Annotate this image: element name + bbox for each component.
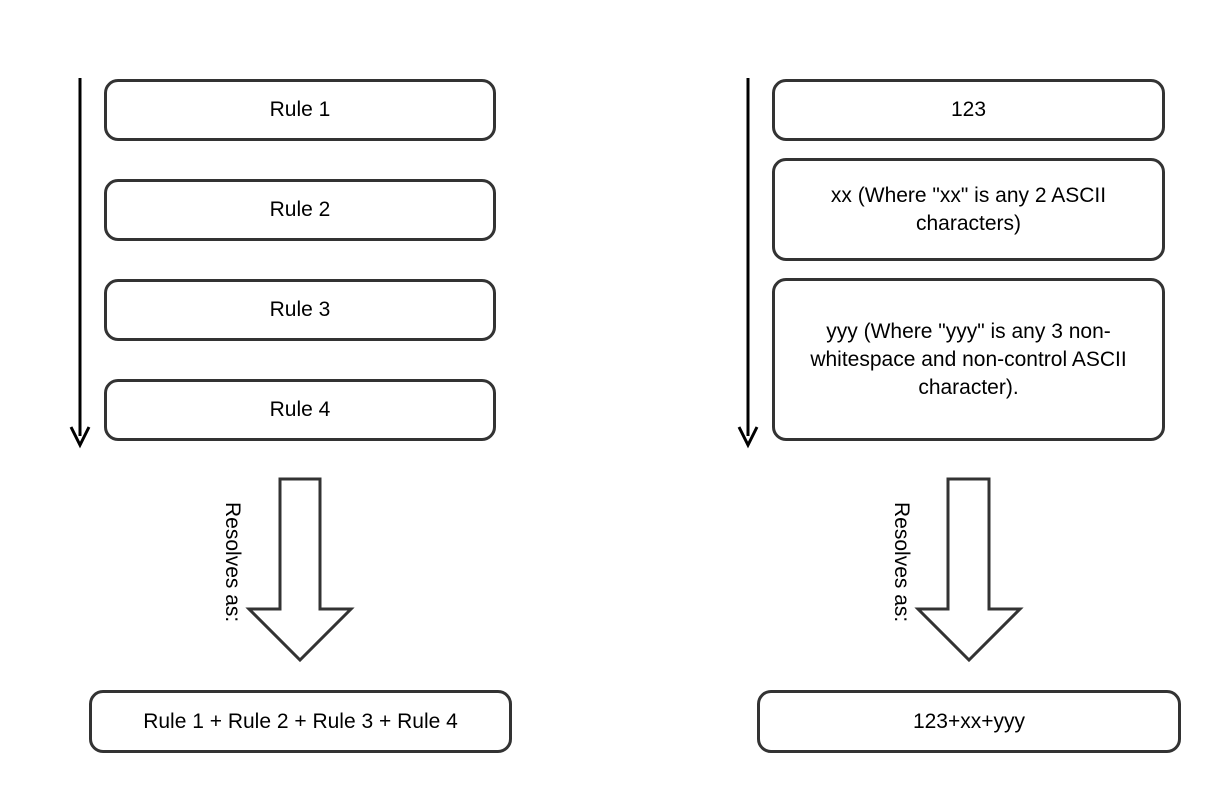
right-resolve-arrow	[914, 477, 1024, 663]
left-rule-box-2: Rule 2	[104, 179, 496, 241]
right-resolves-label: Resolves as:	[890, 502, 913, 623]
left-rule-box-1: Rule 1	[104, 79, 496, 141]
left-rule-box-4: Rule 4	[104, 379, 496, 441]
left-result-box: Rule 1 + Rule 2 + Rule 3 + Rule 4	[89, 690, 512, 753]
right-rule-box-3: yyy (Where "yyy" is any 3 non-whitespace…	[772, 278, 1165, 441]
left-resolve-arrow	[245, 477, 355, 663]
right-rule-box-2: xx (Where "xx" is any 2 ASCII characters…	[772, 158, 1165, 261]
left-order-arrow	[69, 78, 91, 449]
right-order-arrow	[737, 78, 759, 449]
left-rule-box-3: Rule 3	[104, 279, 496, 341]
right-rule-box-1: 123	[772, 79, 1165, 141]
right-result-box: 123+xx+yyy	[757, 690, 1181, 753]
left-resolves-label: Resolves as:	[221, 502, 244, 623]
